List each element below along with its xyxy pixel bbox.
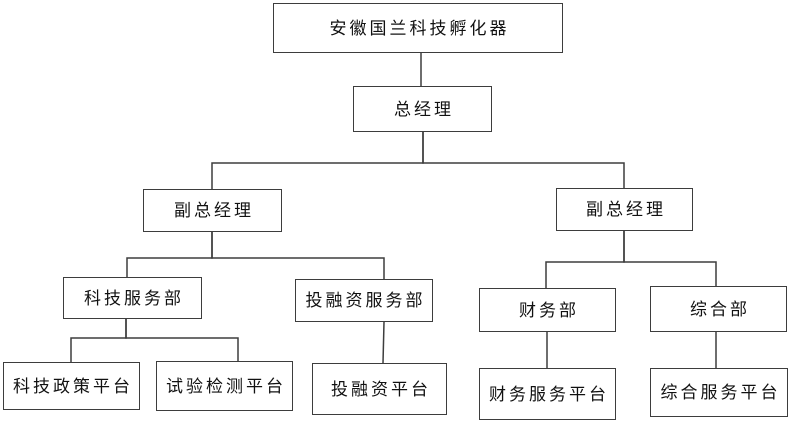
org-node-label-dgm-left: 副总经理 xyxy=(174,201,254,220)
connector-dgm-right-to-general-dept xyxy=(623,231,717,286)
org-node-invest-platform: 投融资平台 xyxy=(312,363,447,415)
org-node-label-finance-dept: 财务部 xyxy=(519,300,579,320)
org-node-general-dept: 综合部 xyxy=(650,286,787,332)
org-node-label-test-platform: 试验检测平台 xyxy=(166,376,286,396)
org-node-finance-platform: 财务服务平台 xyxy=(479,368,616,420)
org-node-label-root: 安徽国兰科技孵化器 xyxy=(329,18,510,38)
org-node-label-invest-dept: 投融资服务部 xyxy=(305,291,426,310)
org-node-tech-dept: 科技服务部 xyxy=(63,277,202,319)
connector-dgm-right-to-finance-dept xyxy=(545,231,625,288)
org-node-label-general-dept: 综合部 xyxy=(690,299,750,319)
org-node-general-platform: 综合服务平台 xyxy=(650,368,788,417)
org-node-label-policy-platform: 科技政策平台 xyxy=(13,376,133,396)
org-node-test-platform: 试验检测平台 xyxy=(156,361,293,411)
org-node-gm: 总经理 xyxy=(353,86,492,132)
org-node-label-general-platform: 综合服务平台 xyxy=(660,383,781,402)
connector-invest-dept-to-invest-platform xyxy=(382,321,385,364)
connector-tech-dept-to-test-platform xyxy=(125,319,239,361)
connector-dgm-left-to-tech-dept xyxy=(126,232,213,277)
org-node-root: 安徽国兰科技孵化器 xyxy=(273,3,563,53)
org-node-dgm-right: 副总经理 xyxy=(556,188,693,231)
org-node-dgm-left: 副总经理 xyxy=(143,189,282,232)
org-node-label-finance-platform: 财务服务平台 xyxy=(489,384,609,404)
connector-gm-to-dgm-right xyxy=(422,132,625,188)
connector-tech-dept-to-policy-platform xyxy=(70,319,127,362)
connector-gm-to-dgm-left xyxy=(211,132,424,189)
connector-dgm-left-to-invest-dept xyxy=(211,232,385,279)
org-node-label-gm: 总经理 xyxy=(394,99,454,119)
org-node-label-dgm-right: 副总经理 xyxy=(586,200,666,219)
org-node-label-invest-platform: 投融资平台 xyxy=(331,379,431,399)
org-node-invest-dept: 投融资服务部 xyxy=(295,279,433,322)
org-node-policy-platform: 科技政策平台 xyxy=(3,362,140,410)
org-node-finance-dept: 财务部 xyxy=(479,288,616,332)
org-node-label-tech-dept: 科技服务部 xyxy=(84,288,184,308)
